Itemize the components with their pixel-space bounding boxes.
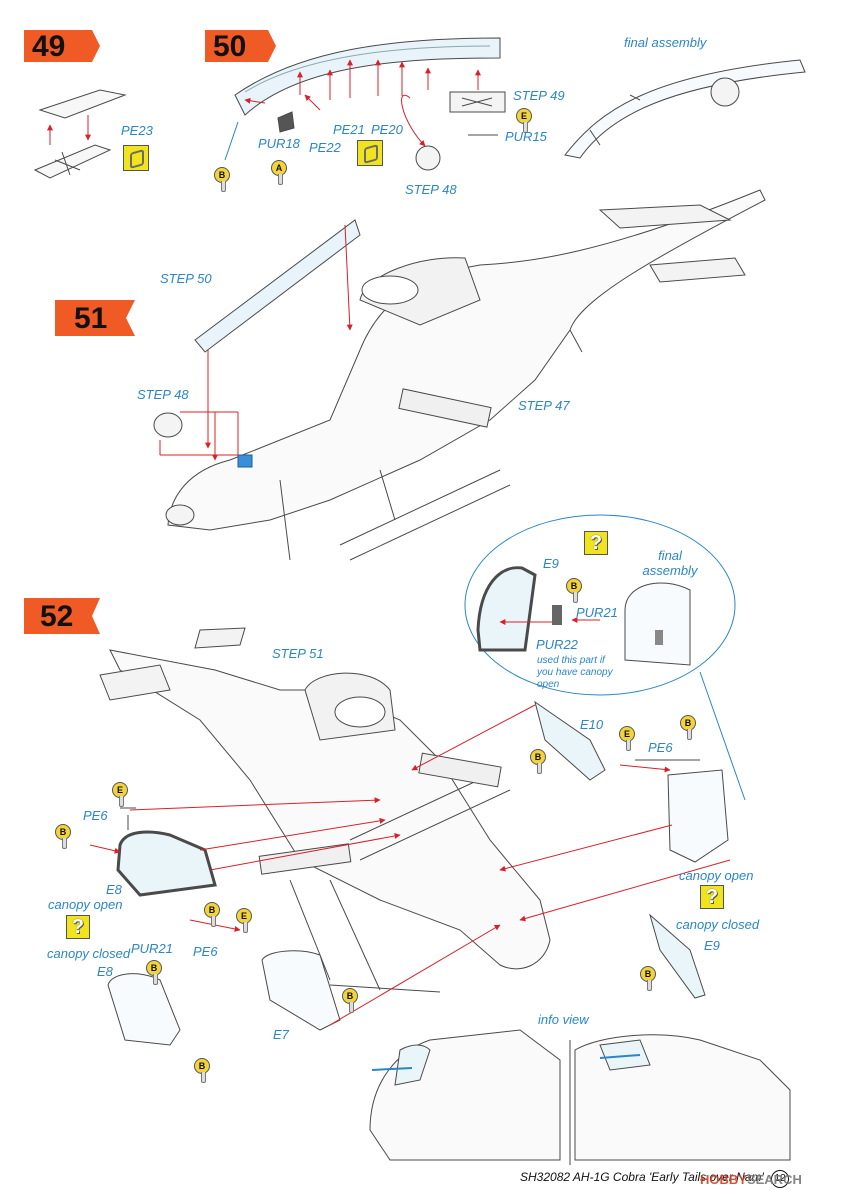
label-step50: STEP 50 [160,271,212,286]
label-canopy-closed-right: canopy closed [676,917,760,932]
step52-inset-circle [464,514,746,801]
marker-b-icon: B [342,988,358,1013]
question-icon: ? [66,915,90,939]
marker-b-icon: B [680,715,696,740]
label-pe6-mid: PE6 [193,944,218,959]
label-e9-right: E9 [704,938,720,953]
page-number: 12 [771,1170,790,1188]
label-pe21: PE21 [333,122,365,137]
label-pe23: PE23 [121,123,153,138]
label-pe6-right: PE6 [648,740,673,755]
step-badge-52-shape [24,598,100,634]
label-step47: STEP 47 [518,398,570,413]
flip-part-icon [357,140,383,166]
label-pur15: PUR15 [505,129,547,144]
label-final-assembly-top: final assembly [624,35,707,50]
step50-drawing [224,37,506,171]
watermark-logo: HOBBYSEARCH [700,1172,802,1187]
label-pur22: PUR22 [536,637,578,652]
step-49-number: 49 [32,30,66,63]
label-e8-lower: E8 [97,964,113,979]
step-50-number: 50 [213,30,247,63]
marker-b-icon: B [55,824,71,849]
label-canopy-open-right: canopy open [679,868,754,883]
marker-b-icon: B [214,167,230,192]
step52-canopy-parts [107,700,729,1046]
label-pur22-note: used this part if you have canopy open [537,655,613,690]
marker-e-icon: E [516,108,532,133]
label-step48: STEP 48 [137,387,189,402]
page-footer: SH32082 AH-1G Cobra 'Early Tails over Na… [520,1170,790,1188]
marker-b-icon: B [640,966,656,991]
step52-helicopter-drawing [99,627,551,993]
label-pur18: PUR18 [258,136,300,151]
marker-b-icon: B [566,578,582,603]
label-step49: STEP 49 [513,88,565,103]
label-pe6-left: PE6 [83,808,108,823]
label-canopy-open-left: canopy open [48,897,123,912]
label-pe22: PE22 [309,140,341,155]
step49-drawing [33,89,127,179]
step-badge-50-shape [205,30,276,62]
watermark-part2: SEARCH [746,1172,802,1187]
label-final-assembly-inset: final assembly [642,548,698,578]
step51-helicopter-drawing [153,189,766,561]
step-52-number: 52 [40,600,74,633]
info-view-drawings [369,1029,791,1165]
marker-e-icon: E [619,726,635,751]
step50-final-assembly-drawing [564,59,806,159]
footer-text: SH32082 AH-1G Cobra 'Early Tails over Na… [520,1170,764,1184]
watermark-part1: HOBBY [700,1172,747,1187]
question-icon: ? [700,885,724,909]
marker-e-icon: E [112,782,128,807]
question-icon: ? [584,531,608,555]
label-canopy-closed-left: canopy closed [47,946,131,961]
label-info-view: info view [538,1012,589,1027]
marker-b-icon: B [146,960,162,985]
marker-b-icon: B [530,749,546,774]
label-step51: STEP 51 [272,646,324,661]
marker-b-icon: B [204,902,220,927]
label-e9-inset: E9 [543,556,559,571]
marker-e-icon: E [236,908,252,933]
step-badge-49-shape [24,30,100,62]
step-51-number: 51 [74,302,108,335]
flip-part-icon [123,145,149,171]
label-pe20: PE20 [371,122,403,137]
label-e10: E10 [580,717,604,732]
label-step48-top: STEP 48 [405,182,457,197]
step-badge-51-shape [55,300,135,336]
marker-a-icon: A [271,160,287,185]
label-pur21-inset: PUR21 [576,605,618,620]
marker-b-icon: B [194,1058,210,1083]
label-e8-upper: E8 [106,882,122,897]
label-pur21: PUR21 [131,941,173,956]
label-e7: E7 [273,1027,289,1042]
